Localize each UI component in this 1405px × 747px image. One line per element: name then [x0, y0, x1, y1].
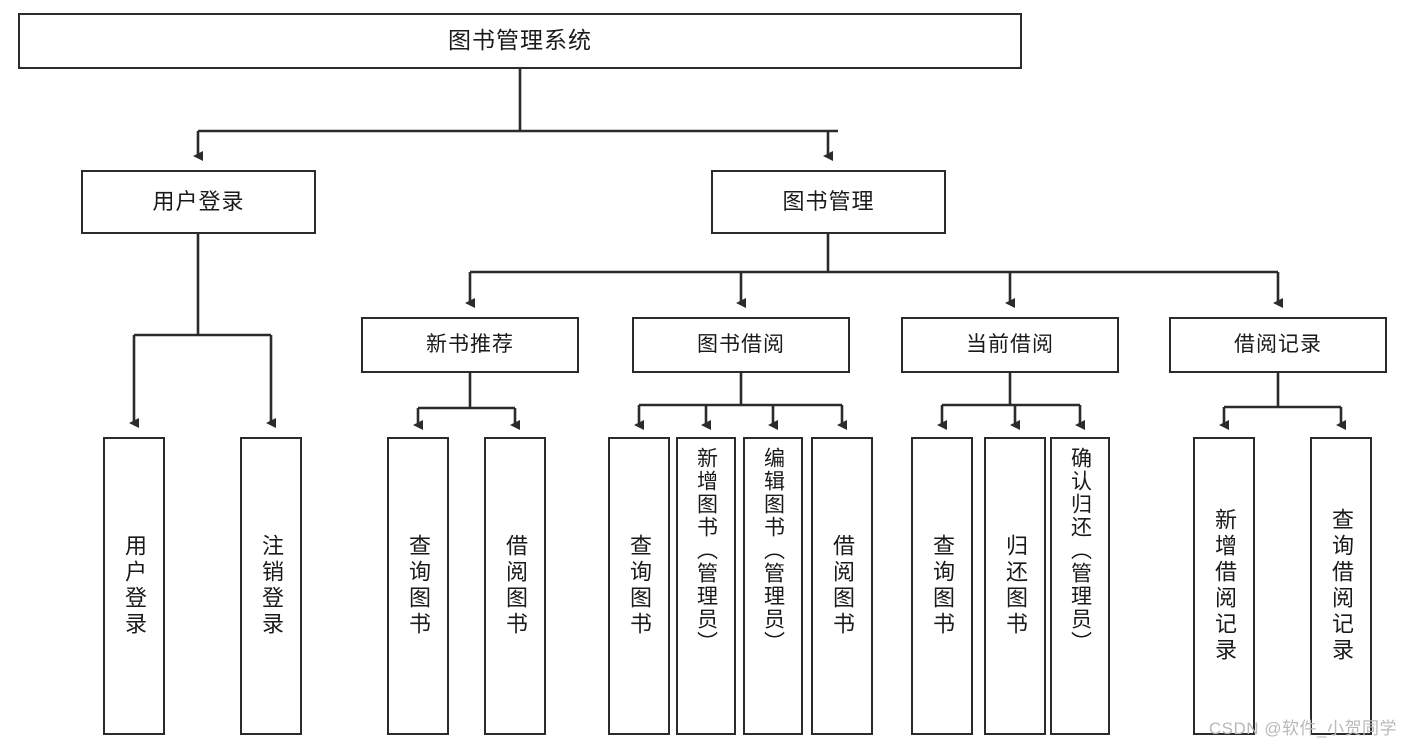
- node-leaf-return-book[interactable]: 归还图书: [984, 437, 1046, 735]
- node-leaf-confirm-return[interactable]: 确认归还（管理员）: [1050, 437, 1110, 735]
- node-root[interactable]: 图书管理系统: [18, 13, 1022, 69]
- node-leaf-query-book-3[interactable]: 查询图书: [911, 437, 973, 735]
- node-leaf-confirm-return-label: 确认归还（管理员）: [1068, 447, 1092, 654]
- node-leaf-query-book-3-label: 查询图书: [930, 534, 955, 638]
- node-root-label: 图书管理系统: [448, 27, 592, 54]
- node-new-book-recommend[interactable]: 新书推荐: [361, 317, 579, 373]
- node-leaf-query-record-label: 查询借阅记录: [1329, 508, 1354, 664]
- node-leaf-query-book-2-label: 查询图书: [627, 534, 652, 638]
- node-user-login-label: 用户登录: [152, 189, 245, 215]
- node-leaf-query-book-1[interactable]: 查询图书: [387, 437, 449, 735]
- node-book-borrow[interactable]: 图书借阅: [632, 317, 850, 373]
- node-current-borrow-label: 当前借阅: [966, 332, 1054, 356]
- node-user-login[interactable]: 用户登录: [81, 170, 316, 234]
- node-current-borrow[interactable]: 当前借阅: [901, 317, 1119, 373]
- node-leaf-add-record[interactable]: 新增借阅记录: [1193, 437, 1255, 735]
- node-new-book-recommend-label: 新书推荐: [426, 332, 514, 356]
- node-leaf-borrow-book-1-label: 借阅图书: [503, 534, 528, 638]
- node-leaf-add-book[interactable]: 新增图书（管理员）: [676, 437, 736, 735]
- node-leaf-user-login-label: 用户登录: [122, 534, 147, 638]
- node-leaf-borrow-book-1[interactable]: 借阅图书: [484, 437, 546, 735]
- node-book-borrow-label: 图书借阅: [697, 332, 785, 356]
- node-leaf-add-record-label: 新增借阅记录: [1212, 508, 1237, 664]
- node-leaf-query-book-2[interactable]: 查询图书: [608, 437, 670, 735]
- node-leaf-borrow-book-2-label: 借阅图书: [830, 534, 855, 638]
- node-borrow-record-label: 借阅记录: [1234, 332, 1322, 356]
- node-borrow-record[interactable]: 借阅记录: [1169, 317, 1387, 373]
- node-leaf-query-book-1-label: 查询图书: [406, 534, 431, 638]
- node-leaf-logout[interactable]: 注销登录: [240, 437, 302, 735]
- node-book-manage-label: 图书管理: [782, 189, 875, 215]
- node-leaf-add-book-label: 新增图书（管理员）: [694, 447, 718, 654]
- node-leaf-logout-label: 注销登录: [259, 534, 284, 638]
- node-book-manage[interactable]: 图书管理: [711, 170, 946, 234]
- node-leaf-borrow-book-2[interactable]: 借阅图书: [811, 437, 873, 735]
- node-leaf-query-record[interactable]: 查询借阅记录: [1310, 437, 1372, 735]
- node-leaf-edit-book[interactable]: 编辑图书（管理员）: [743, 437, 803, 735]
- node-leaf-return-book-label: 归还图书: [1003, 534, 1028, 638]
- node-leaf-edit-book-label: 编辑图书（管理员）: [761, 447, 785, 654]
- node-leaf-user-login[interactable]: 用户登录: [103, 437, 165, 735]
